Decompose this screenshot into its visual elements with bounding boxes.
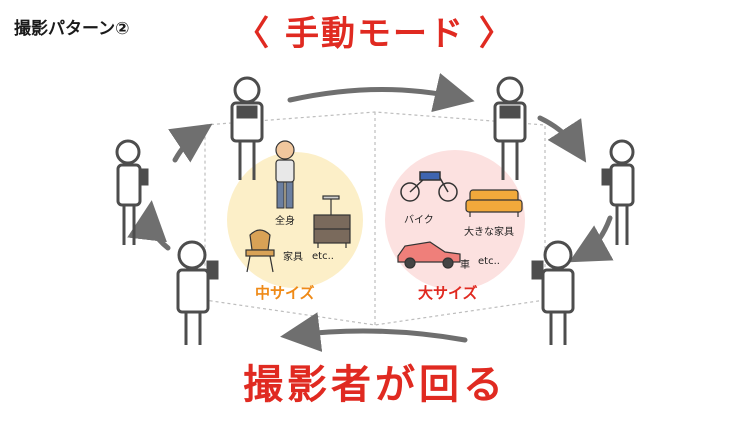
arrow-bottom [280,312,468,352]
person-icon [275,140,295,209]
photographer-right-icon [601,139,635,245]
photographer-top-right-icon [493,76,527,180]
medium-size-label: 中サイズ [255,284,315,302]
photographer-left-icon [115,139,149,245]
arrow-left [127,200,171,251]
label-large-furniture: 大きな家具 [464,227,514,238]
photographer-bottom-left-icon [176,240,219,345]
label-full-body: 全身 [275,216,295,227]
label-etc-large: etc.. [478,256,500,267]
arrow-right [568,215,614,263]
label-car: 車 [460,260,470,271]
pattern-label: 撮影パターン② [14,19,130,39]
cabinet-icon [313,195,351,248]
chair-icon [245,229,275,273]
motorcycle-icon [400,171,458,202]
rotation-arrows [127,73,614,352]
label-furniture: 家具 [283,252,303,263]
car-icon [397,241,461,269]
arrow-top [287,73,475,113]
sofa-icon [465,189,523,217]
mode-title: 〈 手動モード 〉 [235,14,515,54]
arrow-top-left [168,123,213,163]
photographer-bottom-right-icon [531,240,575,345]
bottom-caption: 撮影者が回る [243,362,507,408]
large-size-label: 大サイズ [418,284,478,302]
photographer-top-left-icon [230,76,264,180]
arrow-top-right [537,115,587,163]
label-etc-medium: etc.. [312,251,334,262]
label-bike: バイク [404,215,434,226]
